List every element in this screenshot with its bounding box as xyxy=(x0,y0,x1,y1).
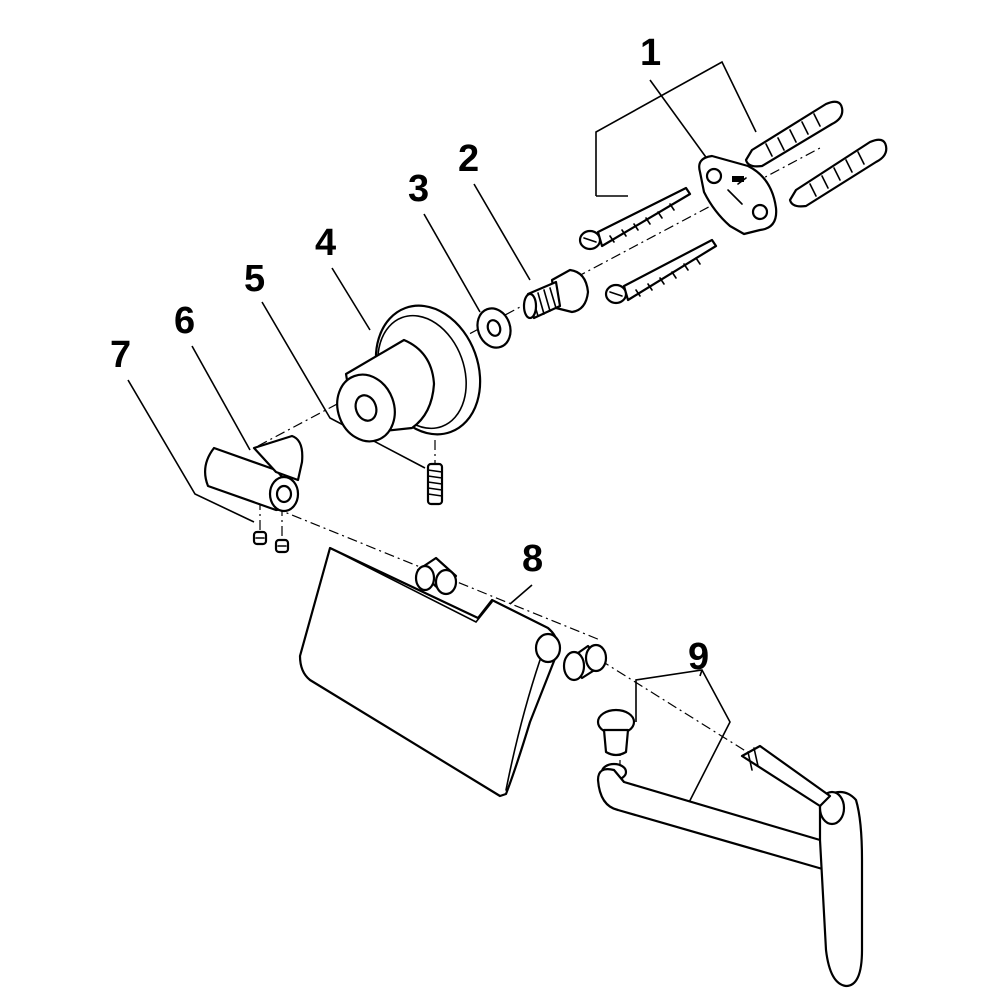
callout-1: 1 xyxy=(640,32,662,74)
part-9-roll-holder-arm xyxy=(596,708,864,988)
part-1-mounting-kit xyxy=(578,100,888,305)
leader-4 xyxy=(331,267,371,331)
leader-2 xyxy=(473,183,531,281)
part-7-grub-screws xyxy=(252,530,290,554)
callout-6: 6 xyxy=(174,300,196,342)
leader-1-plate xyxy=(649,79,709,161)
callout-5: 5 xyxy=(244,258,266,300)
bushing-upper xyxy=(414,556,458,596)
part-6-t-connector xyxy=(203,434,304,513)
callout-4: 4 xyxy=(315,222,337,264)
wall-anchor-upper xyxy=(744,100,844,168)
part-3-washer xyxy=(476,307,512,349)
callout-2: 2 xyxy=(458,138,480,180)
leader-lines xyxy=(127,60,757,821)
wood-screw-upper xyxy=(578,186,692,251)
leader-5 xyxy=(261,301,426,469)
leader-8 xyxy=(509,584,533,605)
part-8-cover-flap xyxy=(298,546,562,798)
leader-6 xyxy=(191,345,251,451)
callout-7: 7 xyxy=(110,334,132,376)
part-4-wall-rosette xyxy=(336,304,482,443)
part-2-threaded-bolt xyxy=(522,268,590,320)
bushing-lower xyxy=(562,643,608,682)
part-5-set-screw xyxy=(426,462,444,506)
leader-1-bracket xyxy=(595,60,757,196)
wood-screw-lower xyxy=(604,238,718,305)
leader-7 xyxy=(127,379,255,523)
callout-9: 9 xyxy=(688,636,710,678)
mounting-plate xyxy=(698,154,778,236)
leader-3 xyxy=(423,213,481,313)
wall-anchor-lower xyxy=(788,138,888,208)
callout-3: 3 xyxy=(408,168,430,210)
callout-8: 8 xyxy=(522,538,544,580)
